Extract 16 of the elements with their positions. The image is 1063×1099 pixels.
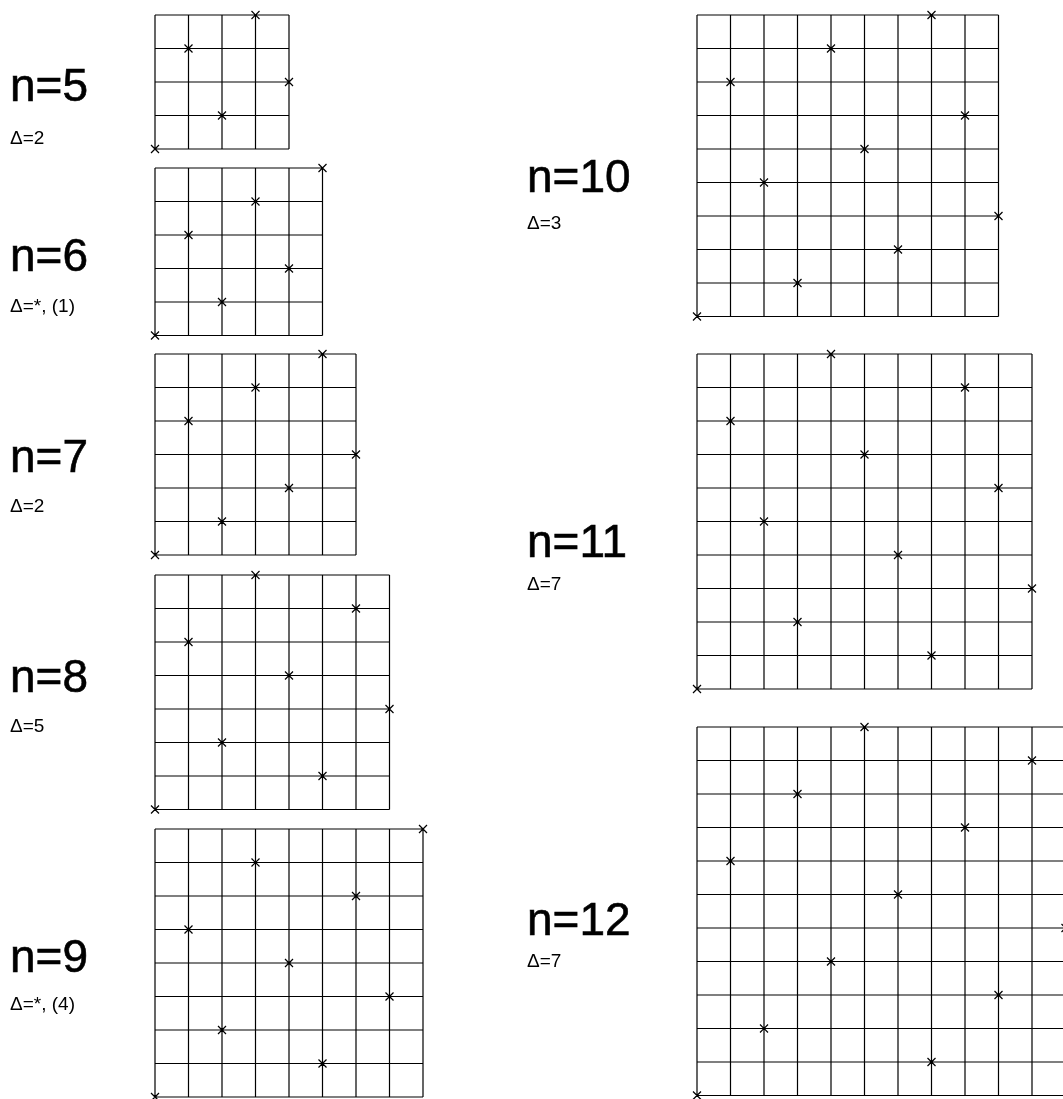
size-label: n=6 — [10, 232, 89, 278]
size-label: n=7 — [10, 433, 89, 479]
delta-label: Δ=2 — [10, 128, 45, 147]
delta-label: Δ=7 — [527, 574, 562, 593]
size-label: n=11 — [527, 518, 628, 564]
delta-label: Δ=*, (4) — [10, 994, 75, 1013]
size-label: n=8 — [10, 653, 89, 699]
size-label: n=9 — [10, 933, 89, 979]
delta-label: Δ=5 — [10, 716, 45, 735]
delta-label: Δ=3 — [527, 213, 562, 232]
delta-label: Δ=2 — [10, 496, 45, 515]
delta-label: Δ=*, (1) — [10, 296, 75, 315]
size-label: n=12 — [527, 896, 631, 942]
delta-label: Δ=7 — [527, 951, 562, 970]
size-label: n=10 — [527, 153, 631, 199]
size-label: n=5 — [10, 62, 89, 108]
